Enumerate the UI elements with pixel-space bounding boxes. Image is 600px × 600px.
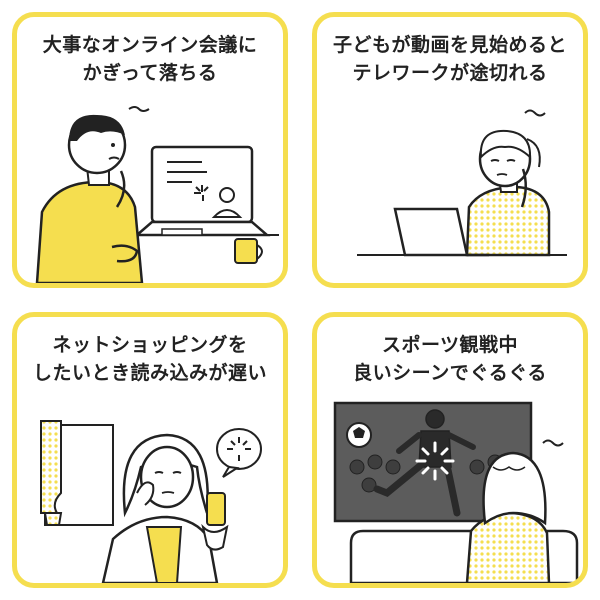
illustration-woman-watching-tv [333, 401, 579, 583]
loading-spinner-icon [415, 441, 455, 481]
caption-line-1: スポーツ観戦中 [381, 334, 519, 356]
caption-line-2: かぎって落ちる [82, 62, 218, 84]
caption-line-2: したいとき読み込みが遅い [32, 362, 267, 384]
caption-line-1: 子どもが動画を見始めると [332, 34, 567, 56]
smartphone-icon [206, 492, 226, 526]
caption-line-2: 良いシーンでぐるぐる [353, 362, 547, 384]
illustration-woman-at-laptop [357, 109, 567, 257]
panel-caption: 子どもが動画を見始めると テレワークが途切れる [317, 31, 583, 87]
panel-sports-viewing: スポーツ観戦中 良いシーンでぐるぐる [312, 312, 588, 588]
worry-squiggle-icon [542, 439, 564, 447]
caption-line-1: ネットショッピングを [52, 334, 248, 356]
loading-spinner-icon [194, 185, 209, 201]
panel-telework-interrupted: 子どもが動画を見始めると テレワークが途切れる [312, 12, 588, 288]
panel-caption: 大事なオンライン会議に かぎって落ちる [17, 31, 283, 87]
illustration-man-at-laptop [35, 106, 279, 283]
worry-squiggle-icon [524, 109, 546, 117]
caption-line-2: テレワークが途切れる [352, 62, 548, 84]
panel-caption: スポーツ観戦中 良いシーンでぐるぐる [317, 331, 583, 387]
loading-spinner-icon [227, 437, 251, 461]
panel-online-meeting: 大事なオンライン会議に かぎって落ちる [12, 12, 288, 288]
worry-squiggle-icon [128, 106, 150, 112]
panel-online-shopping: ネットショッピングを したいとき読み込みが遅い [12, 312, 288, 588]
illustration-woman-with-phone [40, 420, 262, 583]
caption-line-1: 大事なオンライン会議に [42, 34, 258, 56]
panel-caption: ネットショッピングを したいとき読み込みが遅い [17, 331, 283, 387]
